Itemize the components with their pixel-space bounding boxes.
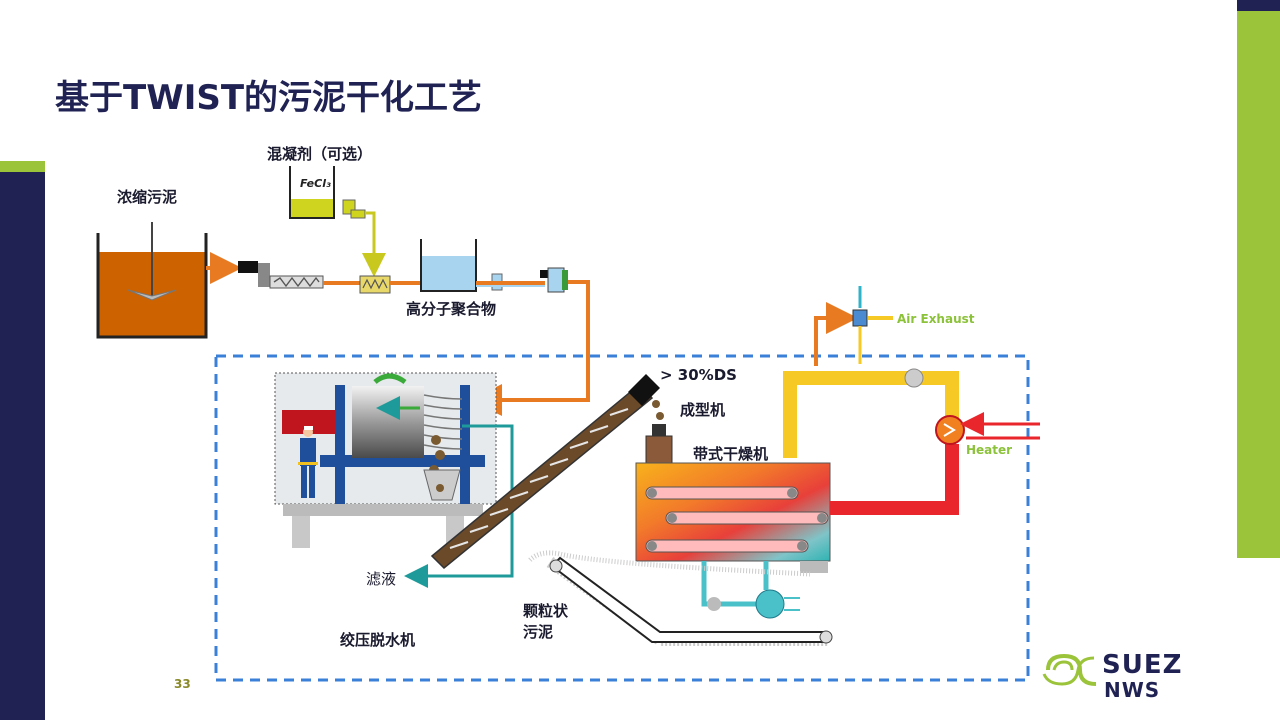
page-number: 33: [174, 677, 191, 691]
filtrate-label: 滤液: [366, 570, 397, 588]
sludge-tank: [96, 222, 208, 339]
heater: [935, 415, 965, 445]
air-exhaust-label: Air Exhaust: [897, 312, 975, 326]
belt-dryer-label: 带式干燥机: [693, 445, 769, 463]
left-green-bar: [0, 161, 45, 172]
suez-swirl-icon: [1042, 653, 1097, 686]
forming-machine: [645, 424, 673, 464]
fecl3-label: FeCl₃: [300, 177, 331, 190]
screw-conveyor: [430, 374, 664, 570]
static-mixer: [359, 275, 391, 294]
polymer-label: 高分子聚合物: [406, 300, 497, 318]
granular-sludge-label-1: 颗粒状: [523, 602, 569, 620]
granular-sludge-label-2: 污泥: [523, 623, 554, 641]
logo-line1: SUEZ: [1102, 650, 1183, 680]
right-navy-bar: [1237, 0, 1280, 11]
forming-machine-label: 成型机: [680, 401, 726, 419]
dashed-boundary: [214, 354, 1030, 682]
screw-press-machine: [274, 372, 497, 548]
screw-press-label: 绞压脱水机: [340, 631, 416, 649]
coagulant-label: 混凝剂（可选）: [267, 145, 373, 163]
coagulant-tank: [289, 166, 366, 219]
right-green-bar: [1237, 11, 1280, 558]
flow-to-press: [470, 280, 590, 416]
suez-logo: SUEZ NWS: [1040, 650, 1190, 702]
inline-device: [540, 267, 568, 293]
sludge-pump: [238, 261, 324, 289]
heater-label: Heater: [966, 443, 1013, 457]
ds-label: > 30%DS: [660, 366, 737, 384]
air-loop: [783, 371, 959, 458]
belt-dryer: [635, 462, 831, 573]
slide-title: 基于TWIST的污泥干化工艺: [55, 78, 483, 118]
logo-line2: NWS: [1104, 678, 1161, 702]
left-navy-bar: [0, 172, 45, 720]
granule-conveyor: [528, 550, 833, 646]
thickened-sludge-label: 浓缩污泥: [117, 188, 178, 206]
